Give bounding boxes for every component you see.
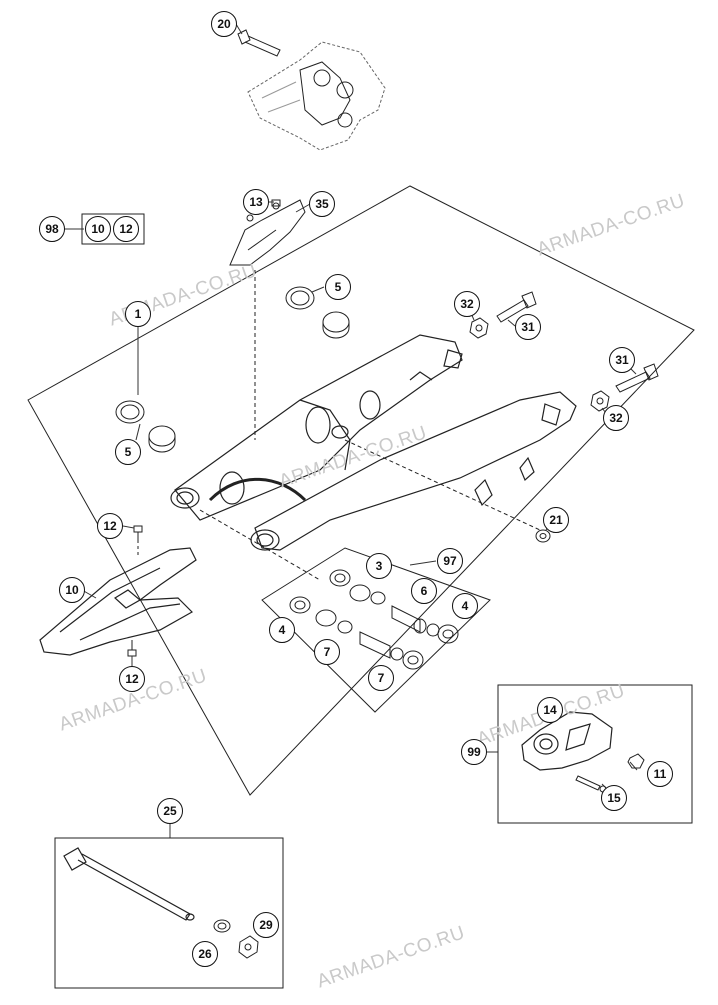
part-12-screw-upper: [133, 525, 143, 540]
part-11-nut: [627, 753, 645, 769]
leader-line-bearings: [199, 509, 321, 581]
part-21-nut: [535, 529, 551, 543]
callout-6[interactable]: 6: [411, 578, 437, 604]
part-97-bearing-kit: [289, 569, 459, 670]
axle-kit-outline: [54, 837, 284, 989]
part-5-cap-upper: [285, 286, 350, 339]
callout-10[interactable]: 10: [59, 577, 85, 603]
swingarm-assembly-outline: [27, 185, 695, 796]
part-29-nut: [238, 935, 259, 959]
callout-99[interactable]: 99: [461, 739, 487, 765]
part-31-bolt-right: [615, 363, 659, 393]
callout-10-kit[interactable]: 10: [85, 216, 111, 242]
callout-12-lower[interactable]: 12: [119, 666, 145, 692]
callout-14[interactable]: 14: [537, 697, 563, 723]
part-5-cap-left: [115, 400, 176, 453]
callout-29[interactable]: 29: [253, 912, 279, 938]
part-13-bolt: [271, 199, 281, 207]
part-35-chain-slider-bracket: [229, 199, 306, 266]
callout-12-upper[interactable]: 12: [97, 513, 123, 539]
callout-35[interactable]: 35: [309, 191, 335, 217]
part-20-bolt: [237, 29, 281, 57]
callout-5-upper[interactable]: 5: [325, 274, 351, 300]
callout-11[interactable]: 11: [647, 761, 673, 787]
part-10-chain-guide: [39, 547, 197, 656]
callout-13[interactable]: 13: [243, 189, 269, 215]
part-25-pivot-axle: [63, 847, 195, 921]
callout-26[interactable]: 26: [192, 941, 218, 967]
callout-25[interactable]: 25: [157, 798, 183, 824]
callout-5-left[interactable]: 5: [115, 439, 141, 465]
callout-1[interactable]: 1: [125, 301, 151, 327]
callout-32-right[interactable]: 32: [603, 405, 629, 431]
callout-7-right[interactable]: 7: [368, 665, 394, 691]
callout-97[interactable]: 97: [437, 548, 463, 574]
kit-99-outline: [497, 684, 693, 824]
callout-7-left[interactable]: 7: [314, 639, 340, 665]
frame-detail: [247, 41, 386, 151]
callout-4-left[interactable]: 4: [269, 617, 295, 643]
callout-32-upper[interactable]: 32: [454, 291, 480, 317]
part-32-nut-upper: [469, 317, 489, 339]
callout-98[interactable]: 98: [39, 216, 65, 242]
callout-12-kit[interactable]: 12: [113, 216, 139, 242]
callout-31-right[interactable]: 31: [609, 347, 635, 373]
bracket-98: [81, 213, 145, 245]
part-12-screw-lower: [127, 640, 137, 657]
leader-line-21: [344, 439, 541, 531]
swingarm-body: [170, 334, 577, 551]
callout-20[interactable]: 20: [211, 11, 237, 37]
callout-3[interactable]: 3: [366, 553, 392, 579]
callout-15[interactable]: 15: [601, 785, 627, 811]
bearing-kit-outline: [261, 547, 491, 713]
part-26-washer: [213, 919, 231, 933]
callout-21[interactable]: 21: [543, 507, 569, 533]
callout-4-right[interactable]: 4: [452, 593, 478, 619]
part-14-chain-guide-block: [521, 711, 613, 771]
part-15-bolt: [575, 775, 607, 793]
callout-leaders: [64, 23, 638, 838]
part-31-bolt-upper: [496, 291, 537, 323]
callout-31-upper[interactable]: 31: [515, 314, 541, 340]
